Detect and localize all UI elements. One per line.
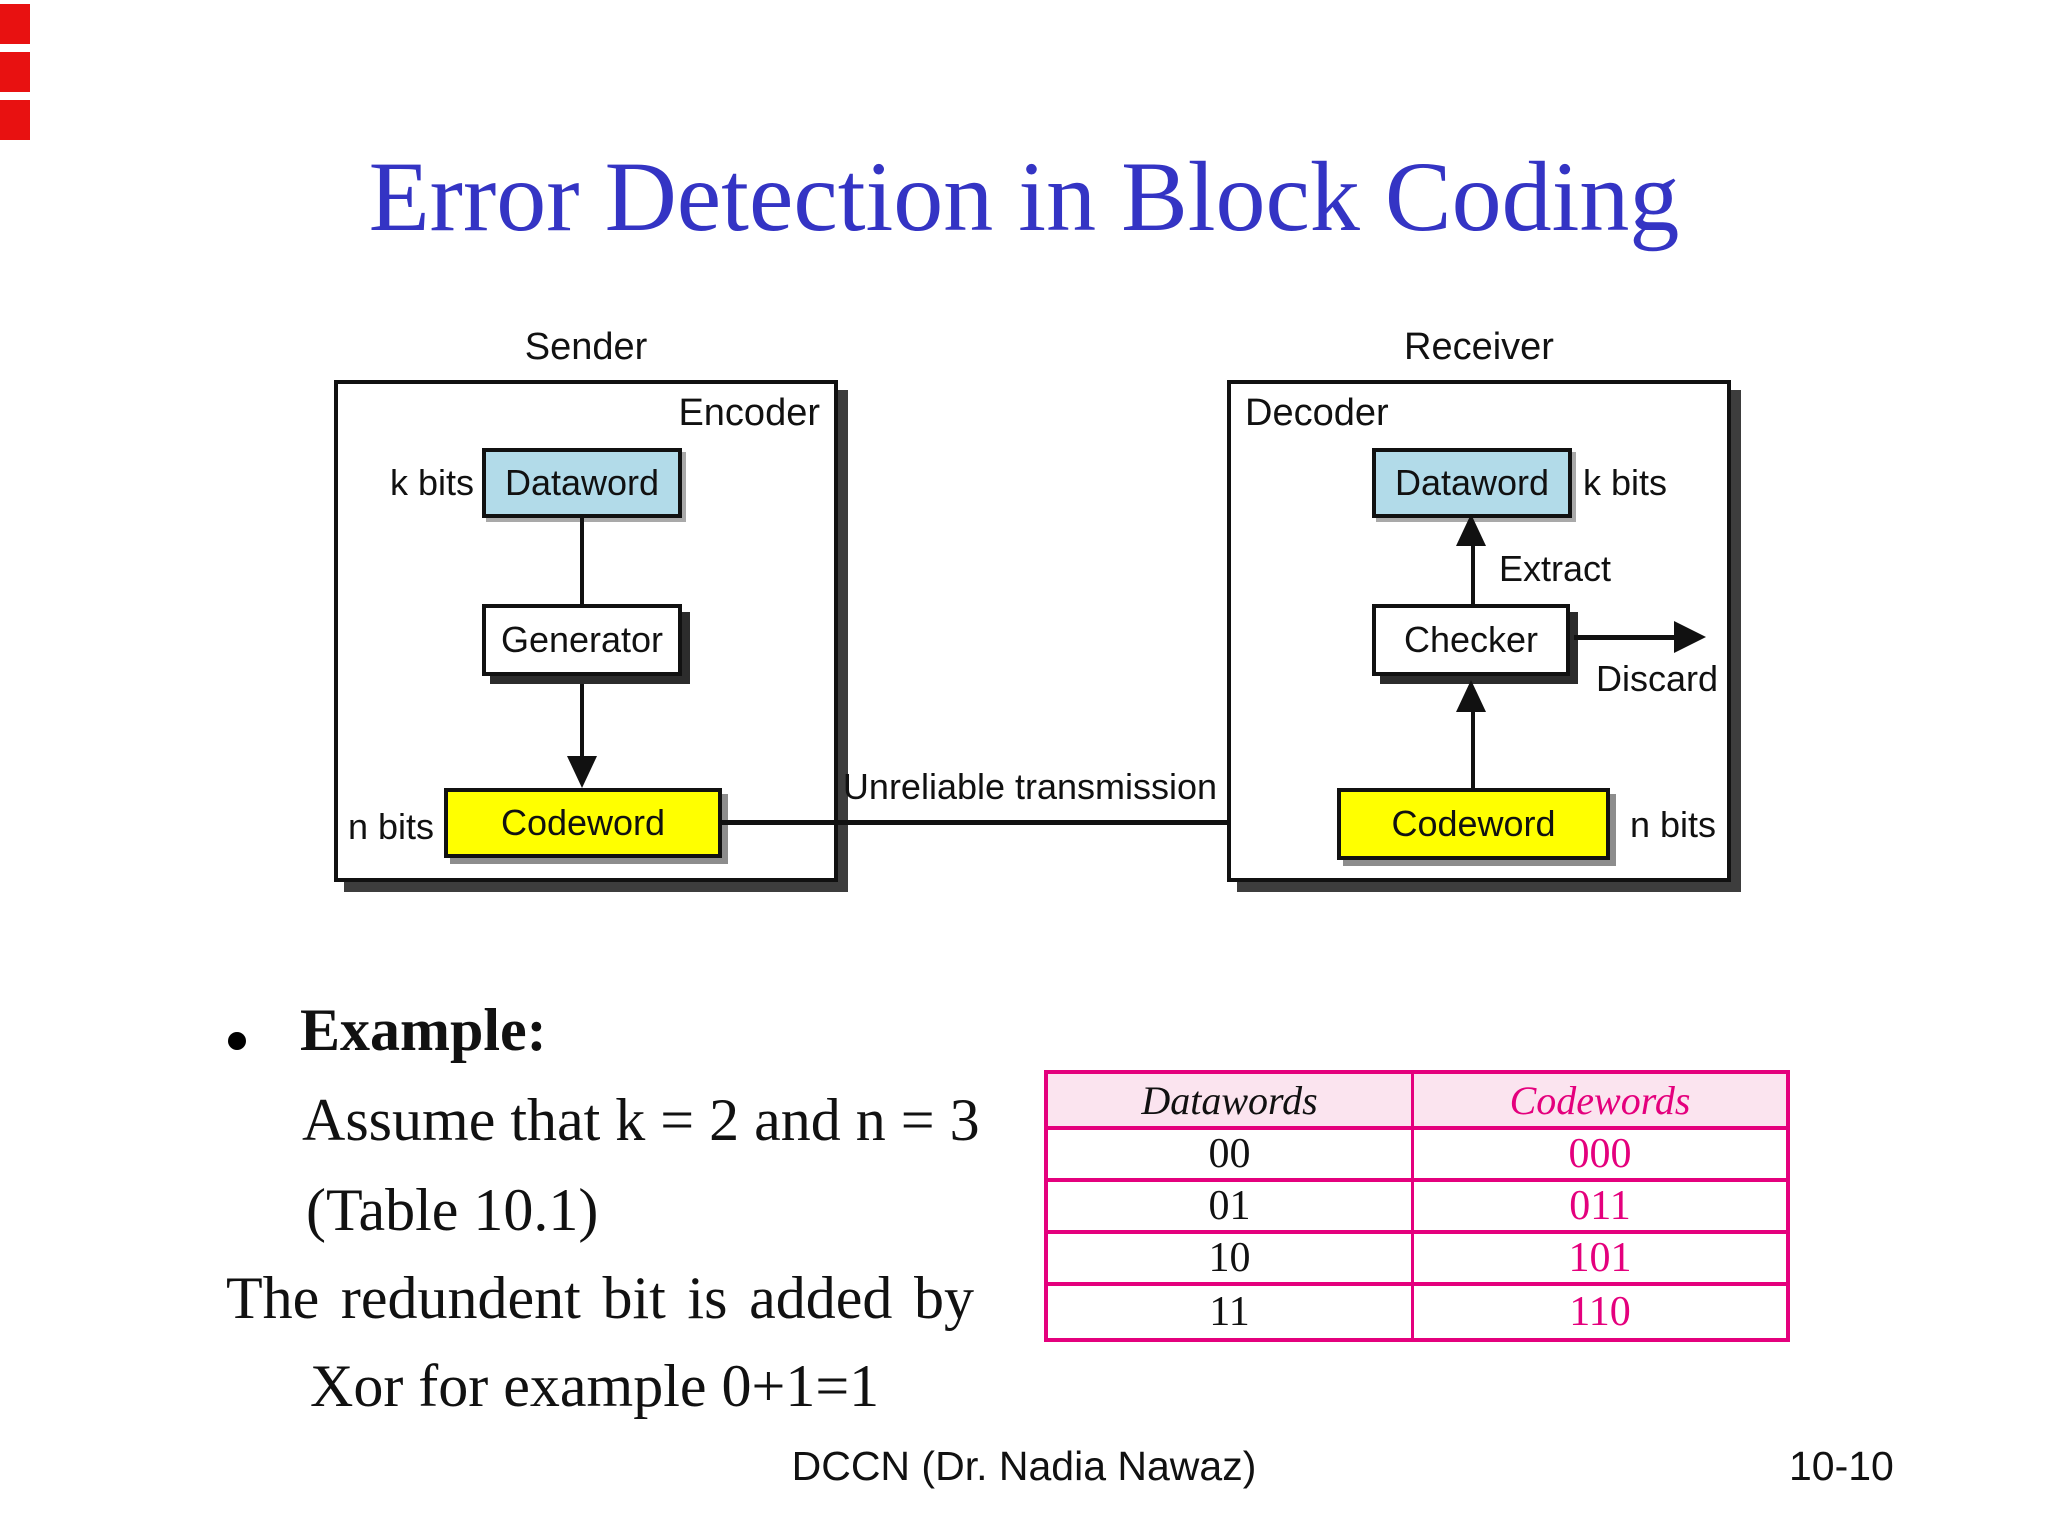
- generator-text: Generator: [500, 619, 664, 660]
- bullet-icon: [228, 1032, 246, 1050]
- receiver-dataword-box: Dataword: [1372, 448, 1572, 518]
- discard-label: Discard: [1596, 658, 1719, 699]
- down-arrowhead-icon: [567, 756, 597, 788]
- receiver-codeword-box: Codeword: [1337, 788, 1610, 860]
- sender-dataword-text: Dataword: [504, 462, 660, 503]
- dataword-cell: 00: [1048, 1130, 1415, 1178]
- example-line: The redundent bit is added by: [226, 1265, 974, 1331]
- up-arrowhead-icon: [1456, 680, 1486, 712]
- sender-nbits-label: n bits: [347, 806, 434, 847]
- encoder-label: Encoder: [678, 392, 820, 434]
- encoder-box: Encoder k bits Dataword Generator n bits…: [334, 380, 838, 882]
- receiver-codeword-text: Codeword: [1391, 803, 1556, 844]
- codeword-checker-connector: [1471, 708, 1475, 788]
- decoder-box: Decoder Dataword k bits Extract Checker …: [1227, 380, 1731, 882]
- red-edge-dash: [0, 52, 30, 92]
- sender-codeword-text: Codeword: [500, 802, 666, 843]
- decoder-label: Decoder: [1245, 392, 1389, 434]
- receiver-kbits-label: k bits: [1583, 462, 1668, 503]
- codeword-cell: 000: [1568, 1131, 1632, 1177]
- table-row: 10 101: [1048, 1234, 1786, 1286]
- table-row: 00 000: [1048, 1130, 1786, 1182]
- receiver-label: Receiver: [1404, 326, 1554, 368]
- table-header-datawords: Datawords: [1048, 1074, 1415, 1126]
- table-row: 01 011: [1048, 1182, 1786, 1234]
- red-edge-dash: [0, 100, 30, 140]
- receiver-dataword-text: Dataword: [1394, 462, 1550, 503]
- codeword-cell: 011: [1569, 1183, 1631, 1229]
- right-arrowhead-icon: [1674, 621, 1706, 653]
- receiver-nbits-label: n bits: [1630, 804, 1717, 845]
- slide-title: Error Detection in Block Coding: [368, 141, 1680, 252]
- codeword-table: Datawords Codewords 00 000 01 011 10 101…: [1044, 1070, 1790, 1342]
- sender-label: Sender: [524, 326, 648, 368]
- example-line: Xor for example 0+1=1: [310, 1353, 880, 1419]
- codeword-cell: 110: [1569, 1289, 1631, 1335]
- checker-dataword-connector: [1471, 542, 1475, 604]
- transmission-label: Unreliable transmission: [842, 766, 1218, 807]
- sender-dataword-box: Dataword: [482, 448, 682, 518]
- discard-line: [1574, 635, 1676, 640]
- footer-course-label: DCCN (Dr. Nadia Nawaz): [791, 1443, 1257, 1489]
- table-row: 11 110: [1048, 1286, 1786, 1338]
- generator-codeword-connector: [580, 684, 584, 758]
- up-arrowhead-icon: [1456, 514, 1486, 546]
- dataword-cell: 11: [1048, 1286, 1415, 1338]
- sender-codeword-box: Codeword: [444, 788, 722, 858]
- transmission-line: [722, 820, 1307, 825]
- checker-box: Checker: [1372, 604, 1570, 676]
- checker-text: Checker: [1403, 619, 1539, 660]
- generator-box: Generator: [482, 604, 682, 676]
- sender-kbits-label: k bits: [389, 462, 474, 503]
- dataword-cell: 10: [1048, 1234, 1415, 1282]
- table-header-row: Datawords Codewords: [1048, 1074, 1786, 1130]
- extract-label: Extract: [1499, 548, 1612, 589]
- red-edge-dash: [0, 4, 30, 44]
- example-heading: Example:: [300, 997, 547, 1063]
- dataword-cell: 01: [1048, 1182, 1415, 1230]
- footer-page-number: 10-10: [1789, 1443, 1894, 1489]
- dataword-generator-connector: [580, 518, 584, 604]
- example-line: Assume that k = 2 and n = 3: [302, 1087, 980, 1153]
- table-header-codewords: Codewords: [1509, 1077, 1691, 1123]
- example-line: (Table 10.1): [306, 1177, 599, 1243]
- codeword-cell: 101: [1568, 1235, 1632, 1281]
